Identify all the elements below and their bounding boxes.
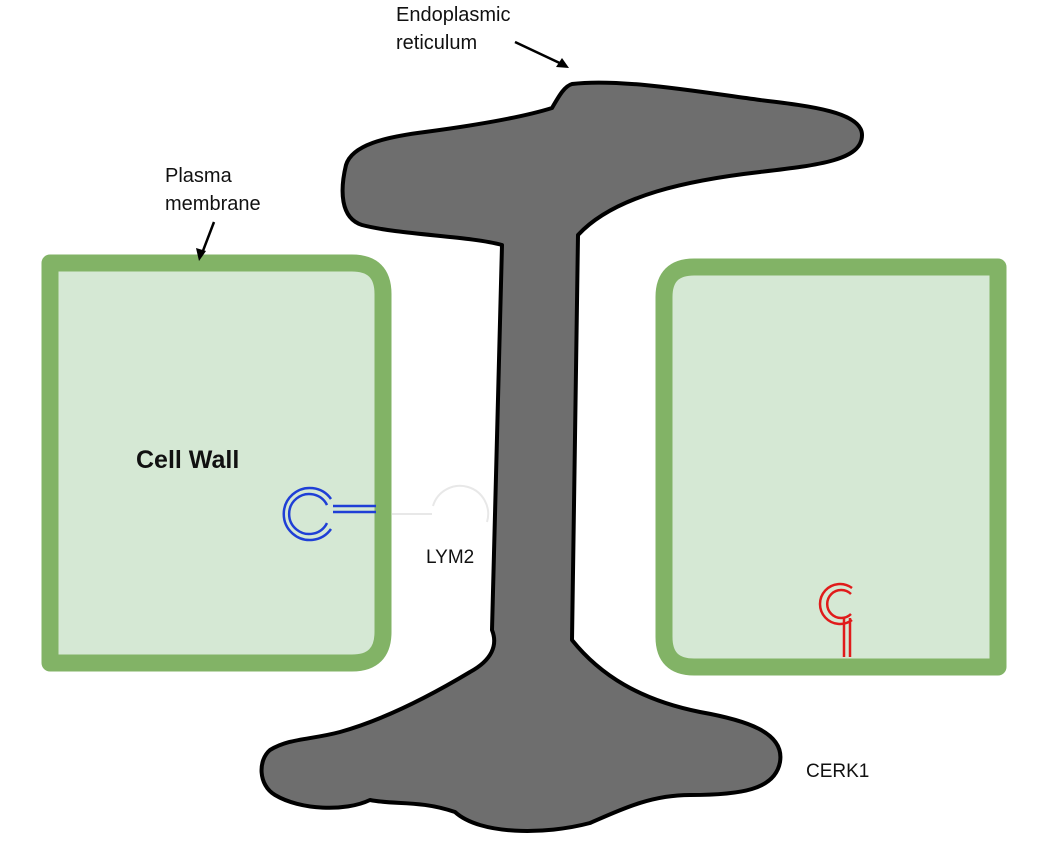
cerk1-label: CERK1 — [806, 761, 870, 782]
cerk1-receptor — [818, 582, 853, 657]
er-label-line2: reticulum — [396, 32, 478, 54]
er-arrow-head — [556, 58, 569, 68]
pm-label-line2: membrane — [165, 193, 261, 215]
ghost-receptor — [392, 484, 490, 523]
er-arrow — [514, 40, 567, 68]
lym2-label: LYM2 — [426, 547, 475, 568]
left-cell — [41, 254, 392, 672]
pm-arrow-head — [196, 248, 206, 261]
right-cell — [655, 258, 1007, 676]
cell-wall-label: Cell Wall — [136, 446, 240, 474]
endoplasmic-reticulum — [259, 80, 864, 833]
er-label-line1: Endoplasmic — [396, 4, 511, 26]
pm-label-line1: Plasma — [165, 165, 232, 187]
lym2-receptor — [282, 486, 376, 542]
